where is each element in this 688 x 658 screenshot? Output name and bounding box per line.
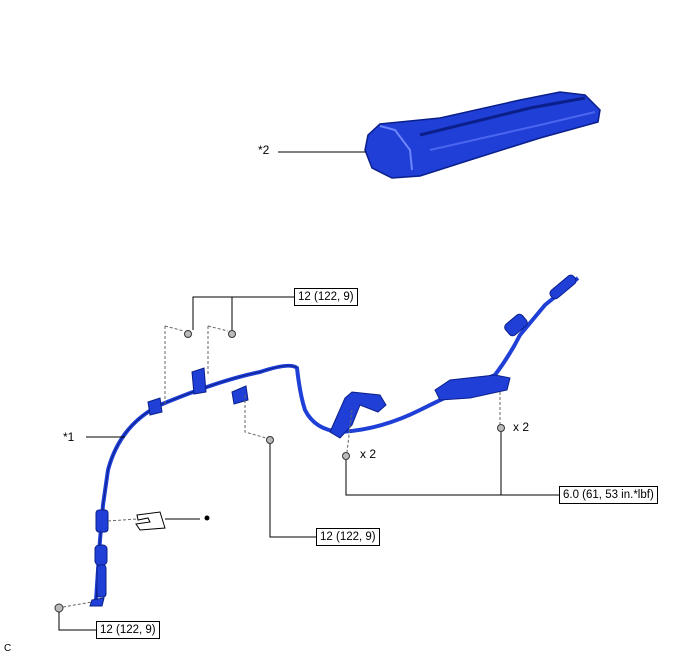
callout-part-1: *1 [63, 430, 75, 444]
part-1-shift-cable [89, 274, 580, 607]
torque-box-floor-nuts: 6.0 (61, 53 in.*lbf) [559, 486, 658, 504]
bolt-icon [228, 330, 236, 338]
install-guides [62, 325, 501, 608]
bolt-icon [266, 436, 274, 444]
figure-code: C [4, 643, 12, 654]
nut-icon [497, 424, 505, 432]
quantity-left-nuts: x 2 [360, 447, 377, 461]
torque-box-end-nut: 12 (122, 9) [96, 621, 160, 639]
bolt-icon [184, 330, 192, 338]
torque-box-bracket-bolts: 12 (122, 9) [294, 288, 358, 306]
fasteners [54, 330, 505, 613]
bullet-dot [204, 515, 210, 521]
part-2-cover [364, 91, 601, 179]
leader-lines [58, 296, 560, 631]
nut-icon [54, 603, 64, 613]
nut-icon [342, 452, 350, 460]
callout-part-2: *2 [258, 143, 270, 157]
clip-icon [135, 511, 166, 531]
torque-box-lower-bolt: 12 (122, 9) [316, 528, 380, 546]
quantity-right-nuts: x 2 [513, 420, 530, 434]
